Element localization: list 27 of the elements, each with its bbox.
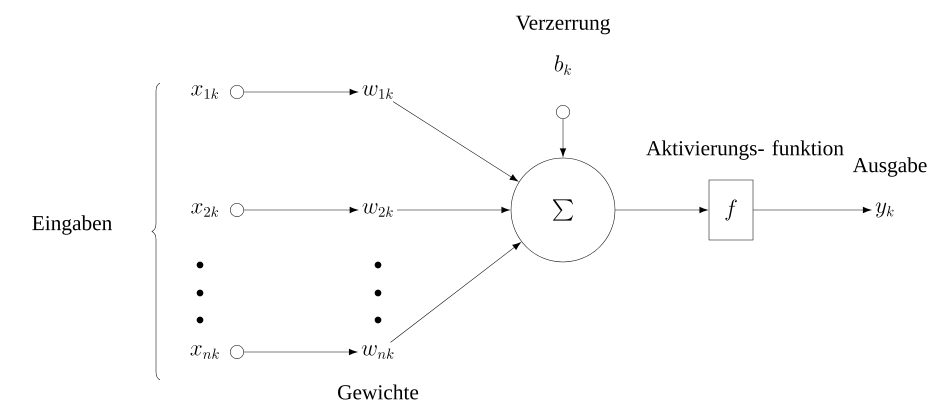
- bias-caption: Verzerrung: [516, 16, 610, 34]
- arrow: [244, 88, 358, 96]
- input-terminal: [230, 85, 244, 99]
- arrow: [396, 206, 510, 214]
- inputs-caption: Eingaben: [32, 215, 112, 235]
- arrow: [244, 206, 358, 214]
- arrow: [560, 118, 566, 157]
- weight-label: $w_{nk}$: [362, 345, 394, 359]
- output-label: $y_k$: [876, 202, 894, 218]
- input-terminal: [230, 203, 244, 217]
- arrow: [615, 206, 708, 214]
- weights-caption: Gewichte: [338, 384, 418, 400]
- activation-caption: Aktivierungs- funktion: [646, 140, 844, 160]
- input-label: $x_{nk}$: [190, 345, 219, 359]
- arrow: [390, 242, 521, 343]
- arrow: [392, 101, 518, 182]
- input-label: $x_{1k}$: [191, 85, 218, 99]
- bias-terminal: [556, 105, 570, 119]
- arrow: [244, 348, 358, 356]
- weight-label: $w_{1k}$: [362, 85, 393, 99]
- output-caption: Ausgabe: [852, 157, 927, 177]
- input-terminal: [230, 345, 244, 359]
- bias-label: $b_k$: [554, 55, 571, 75]
- activation-box: $f$: [708, 180, 754, 240]
- arrow: [753, 206, 872, 214]
- weight-label: $w_{2k}$: [362, 203, 393, 217]
- input-label: $x_{2k}$: [191, 203, 218, 217]
